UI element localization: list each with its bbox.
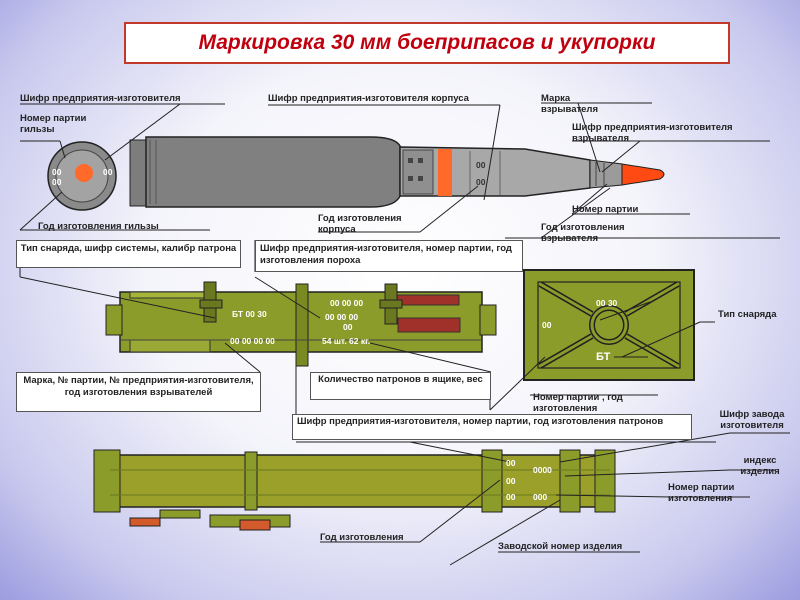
base-mark-3: 00 <box>103 167 113 177</box>
box-mark-codes-right-3: 00 <box>343 322 353 332</box>
label-batch-number: Номер партии <box>572 204 639 215</box>
box-mark-codes-right-2: 00 00 00 <box>325 312 359 322</box>
page-title: Маркировка 30 мм боеприпасов и укупорки <box>198 31 656 54</box>
body-mark-2: 00 <box>476 177 486 187</box>
box-mark-count: 54 шт. 62 кг. <box>322 336 371 346</box>
label-fuze-info: Марка, № партии, № предприятия-изготовит… <box>16 372 261 412</box>
label-tube-year: Год изготовления <box>320 532 404 543</box>
tube-drawing <box>93 449 616 531</box>
end-mark-type: БТ <box>596 351 611 363</box>
label-fuze-brand: Марка взрывателя <box>541 93 598 115</box>
tube-mark-5: 000 <box>533 492 548 502</box>
box-leaders <box>19 240 715 414</box>
label-count-weight: Количество патронов в ящике, вес <box>310 372 491 400</box>
box-mark-bt: БТ 00 30 <box>232 309 267 319</box>
tube-body <box>109 454 611 508</box>
label-fuze-manufacturer: Шифр предприятия-изготовителя взрывателя <box>572 122 733 144</box>
label-end-type: Тип снаряда <box>718 309 777 320</box>
end-mark-top: 00 30 <box>596 298 618 308</box>
tube-mark-4: 00 <box>506 492 516 502</box>
ammo-box-drawing <box>105 281 497 367</box>
fuze-tip <box>621 163 665 186</box>
tube-leaders <box>296 432 790 566</box>
box-end-drawing <box>523 269 695 381</box>
primer <box>75 164 93 182</box>
label-projectile-type: Тип снаряда, шифр системы, калибр патрон… <box>16 240 241 268</box>
label-mfr-batch-year: Шифр предприятия-изготовителя, номер пар… <box>292 414 692 440</box>
label-case-year: Год изготовления гильзы <box>38 221 159 232</box>
label-serial-number: Заводской номер изделия <box>498 541 623 552</box>
title-banner: Маркировка 30 мм боеприпасов и укупорки <box>124 22 730 64</box>
label-powder-info: Шифр предприятия-изготовителя, номер пар… <box>255 240 523 272</box>
tube-mark-3: 00 <box>506 476 516 486</box>
tube-mark-2: 0000 <box>533 465 552 475</box>
cartridge-leaders <box>19 102 780 239</box>
label-fuze-year: Год изготовления взрывателя <box>541 222 625 244</box>
base-mark-1: 00 <box>52 167 62 177</box>
cartridge-drawing <box>47 136 665 211</box>
body-mark-1: 00 <box>476 160 486 170</box>
label-end-batch-year: Номер партии , год изготовления <box>533 392 623 414</box>
label-body-manufacturer: Шифр предприятия-изготовителя корпуса <box>268 93 469 104</box>
tube-mark-1: 00 <box>506 458 516 468</box>
label-manufacturer-code: Шифр предприятия-изготовителя <box>20 93 181 104</box>
label-body-year: Год изготовления корпуса <box>318 213 402 235</box>
end-mark-side: 00 <box>542 320 552 330</box>
box-mark-codes-left: 00 00 00 00 <box>230 336 275 346</box>
fuze <box>589 159 623 189</box>
label-case-batch: Номер партии гильзы <box>20 113 87 135</box>
box-mark-codes-right-1: 00 00 00 <box>330 298 364 308</box>
label-plant-code: Шифр завода изготовителя <box>719 409 785 431</box>
driving-band <box>438 149 452 196</box>
label-tube-batch: Номер партии изготовления <box>668 482 735 504</box>
base-mark-2: 00 <box>52 177 62 187</box>
cartridge-case <box>129 139 147 207</box>
label-product-index: индекс изделия <box>740 455 780 477</box>
